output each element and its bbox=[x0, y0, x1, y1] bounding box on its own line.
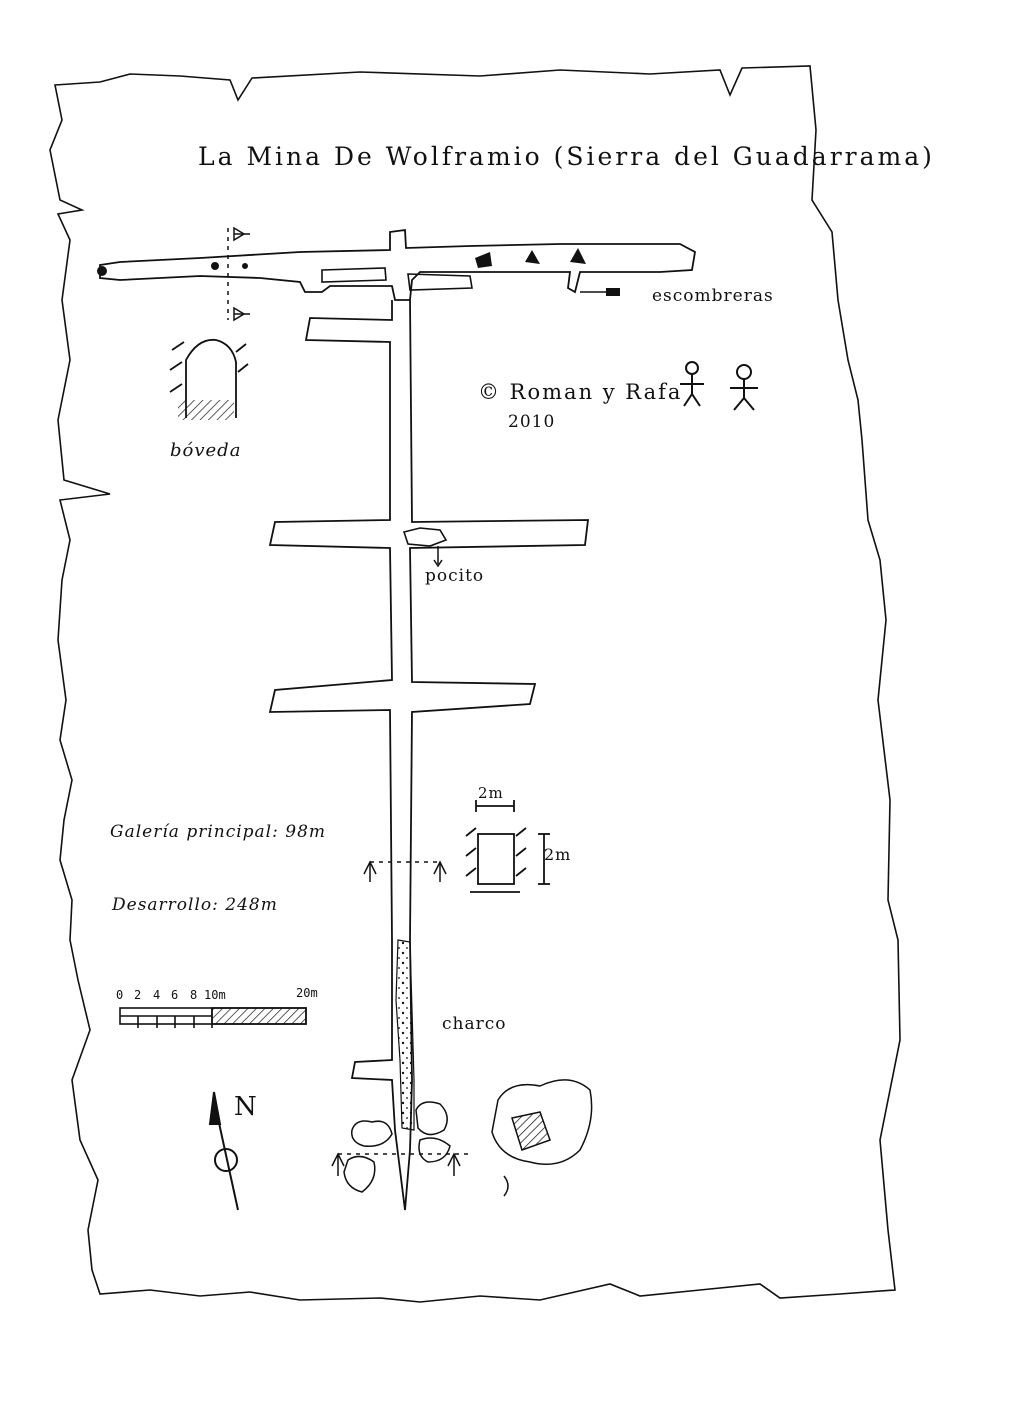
parchment-border bbox=[49, 65, 901, 1303]
gallery-cross-section bbox=[465, 800, 550, 893]
scale-tick: 6 bbox=[171, 988, 179, 1002]
stat-galeria-principal: Galería principal: 98m bbox=[110, 822, 327, 842]
scale-tick: 4 bbox=[153, 988, 161, 1002]
pocito-marker bbox=[402, 527, 448, 547]
scale-bar bbox=[119, 1007, 307, 1028]
scale-tick: 2 bbox=[134, 988, 142, 1002]
label-boveda: bóveda bbox=[170, 440, 242, 461]
charco-pool bbox=[395, 939, 415, 1131]
section-marker-bottom bbox=[331, 1152, 470, 1176]
entrance-rocks bbox=[343, 1079, 593, 1197]
gallery-branch bbox=[321, 267, 387, 283]
boveda-section bbox=[169, 338, 249, 420]
credit: © Roman y Rafa bbox=[478, 380, 683, 404]
gallery-main bbox=[268, 299, 590, 1211]
stat-desarrollo: Desarrollo: 248m bbox=[112, 895, 278, 915]
label-escombreras: escombreras bbox=[652, 286, 774, 306]
section-width-label: 2m bbox=[478, 784, 504, 802]
gallery-top bbox=[99, 228, 696, 301]
north-arrow bbox=[208, 1091, 239, 1211]
label-pocito: pocito bbox=[425, 566, 485, 586]
label-charco: charco bbox=[442, 1014, 507, 1034]
rubble-marks bbox=[97, 248, 586, 276]
section-marker-mid bbox=[363, 860, 447, 882]
credit-year: 2010 bbox=[508, 412, 556, 432]
scale-tick: 20m bbox=[296, 986, 318, 1000]
stick-figures bbox=[680, 361, 758, 411]
section-height-label: 2m bbox=[544, 845, 572, 864]
gallery-branch bbox=[407, 273, 473, 291]
scale-tick: 10m bbox=[204, 988, 226, 1002]
section-marker-top bbox=[227, 226, 250, 322]
scale-tick: 8 bbox=[190, 988, 198, 1002]
map-title: La Mina De Wolframio (Sierra del Guadarr… bbox=[198, 142, 935, 171]
scale-tick: 0 bbox=[116, 988, 124, 1002]
north-label: N bbox=[234, 1092, 258, 1122]
